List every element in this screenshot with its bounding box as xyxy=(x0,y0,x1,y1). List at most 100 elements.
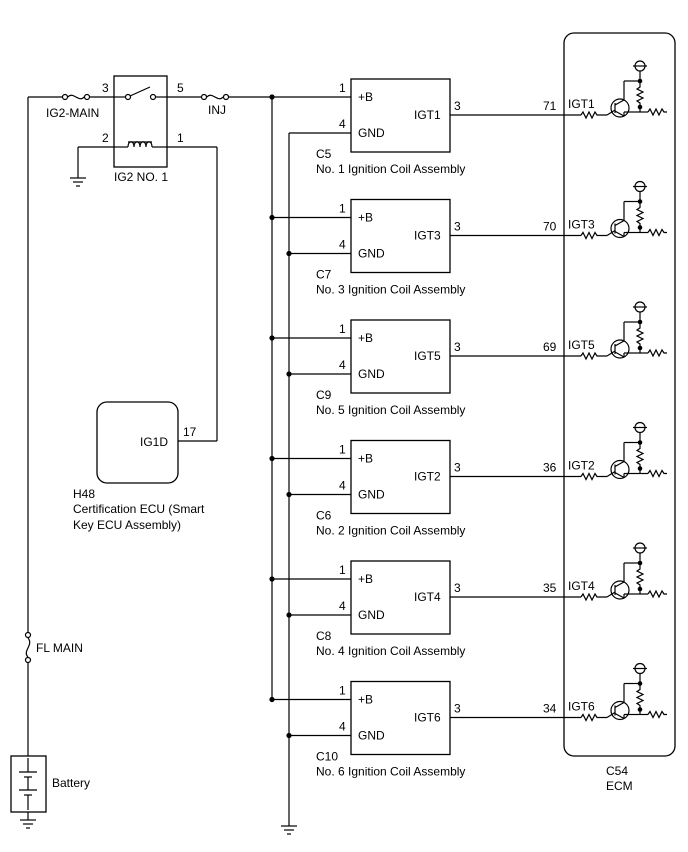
ecm-input-label: IGT1 xyxy=(568,97,595,111)
cert-ecu-pin-label: IG1D xyxy=(140,435,168,449)
ecm-box xyxy=(563,32,676,757)
ig2-main-fuse-icon xyxy=(61,93,91,101)
fl-main-fuse-icon xyxy=(24,631,32,664)
coil-box xyxy=(350,560,451,635)
ecm-name: ECM xyxy=(606,779,633,793)
coil-plus-label: +B xyxy=(358,572,373,586)
coil-gnd-pin: 4 xyxy=(339,117,346,131)
coil-gnd-label: GND xyxy=(358,608,385,622)
coil-name: No. 1 Ignition Coil Assembly xyxy=(316,162,465,176)
ecm-connector: C54 xyxy=(606,764,628,778)
ecm-driver-icon xyxy=(580,180,667,240)
ecm-driver-icon xyxy=(580,60,667,120)
coil-name: No. 4 Ignition Coil Assembly xyxy=(316,644,465,658)
ig2-relay: 3 5 2 1 IG2 NO. 1 xyxy=(70,75,184,187)
main-ground-icon xyxy=(281,825,297,835)
relay-pin-2: 2 xyxy=(102,131,109,145)
junction-dot xyxy=(286,371,292,377)
inj-label: INJ xyxy=(208,103,226,117)
coil-igt-pin: 3 xyxy=(454,340,461,354)
ig2-main-label: IG2-MAIN xyxy=(46,106,99,120)
coil-gnd-label: GND xyxy=(358,247,385,261)
coil-gnd-pin: 4 xyxy=(339,720,346,734)
coil-connector: C5 xyxy=(316,147,332,161)
coil-plus-label: +B xyxy=(358,211,373,225)
cert-ecu-name-line1: Certification ECU (Smart xyxy=(73,502,205,516)
coil-plus-pin: 1 xyxy=(339,563,346,577)
ecm-driver-icon xyxy=(580,301,667,361)
cert-ecu-pin-num: 17 xyxy=(183,425,197,439)
coil-connector: C8 xyxy=(316,629,332,643)
junction-dot xyxy=(269,94,275,100)
ecm-input-label: IGT3 xyxy=(568,218,595,232)
junction-dot xyxy=(269,576,275,582)
coil-igt-label: IGT4 xyxy=(414,590,441,604)
coil-connector: C6 xyxy=(316,509,332,523)
inj-fuse-icon xyxy=(200,93,230,101)
coil-connector: C9 xyxy=(316,388,332,402)
coil-box xyxy=(350,439,451,515)
coil-gnd-label: GND xyxy=(358,126,385,140)
junction-dot xyxy=(286,612,292,618)
ecm-pin-number: 34 xyxy=(543,702,557,716)
coil-igt-label: IGT6 xyxy=(414,711,441,725)
ecm-input-label: IGT5 xyxy=(568,338,595,352)
coil-gnd-pin: 4 xyxy=(339,599,346,613)
coil-name: No. 5 Ignition Coil Assembly xyxy=(316,403,465,417)
coil-gnd-pin: 4 xyxy=(339,479,346,493)
relay-pin-1: 1 xyxy=(177,131,184,145)
coil-gnd-pin: 4 xyxy=(339,238,346,252)
battery-feed: Battery FL MAIN IG2-MAIN xyxy=(10,93,114,829)
coil-igt-pin: 3 xyxy=(454,99,461,113)
coil-plus-label: +B xyxy=(358,331,373,345)
certification-ecu: IG1D 17 H48 Certification ECU (Smart Key… xyxy=(73,401,205,532)
relay-pin-5: 5 xyxy=(177,81,184,95)
coil-box xyxy=(350,680,451,756)
junction-dot xyxy=(269,335,275,341)
junction-dot xyxy=(269,696,275,703)
coil-plus-pin: 1 xyxy=(339,443,346,457)
relay-name: IG2 NO. 1 xyxy=(114,170,168,184)
ecm-pin-number: 70 xyxy=(543,220,557,234)
battery-label: Battery xyxy=(52,776,90,790)
ecm-pin-number: 35 xyxy=(543,581,557,595)
coil-igt-label: IGT1 xyxy=(414,108,441,122)
coil-plus-label: +B xyxy=(358,693,373,707)
ecm-input-label: IGT6 xyxy=(568,700,595,714)
coil-name: No. 3 Ignition Coil Assembly xyxy=(316,283,465,297)
coil-plus-pin: 1 xyxy=(339,81,346,95)
ecm-driver-icon xyxy=(580,662,667,722)
coil-igt-label: IGT2 xyxy=(414,470,441,484)
coil-connector: C10 xyxy=(316,750,338,764)
coil-igt-pin: 3 xyxy=(454,220,461,234)
coil-igt-pin: 3 xyxy=(454,461,461,475)
coil-box xyxy=(350,319,451,394)
coil-igt-label: IGT3 xyxy=(414,229,441,243)
coil-igt-pin: 3 xyxy=(454,581,461,595)
coil-gnd-pin: 4 xyxy=(339,358,346,372)
ecm-driver-icon xyxy=(580,542,667,602)
coil-plus-label: +B xyxy=(358,90,373,104)
ecm-pin-number: 71 xyxy=(543,99,557,113)
fl-main-label: FL MAIN xyxy=(36,641,83,655)
coil-plus-label: +B xyxy=(358,452,373,466)
junction-dot xyxy=(286,491,292,498)
ecm-input-label: IGT4 xyxy=(568,579,595,593)
coil-gnd-label: GND xyxy=(358,488,385,502)
junction-dot xyxy=(269,214,275,221)
relay-coil-icon xyxy=(114,141,167,148)
ecm-input-label: IGT2 xyxy=(568,459,595,473)
relay-pin-3: 3 xyxy=(102,81,109,95)
cert-ecu-connector: H48 xyxy=(73,487,95,501)
coil-igt-pin: 3 xyxy=(454,702,461,716)
coil-name: No. 6 Ignition Coil Assembly xyxy=(316,765,465,779)
ecm-pin-number: 36 xyxy=(543,461,557,475)
